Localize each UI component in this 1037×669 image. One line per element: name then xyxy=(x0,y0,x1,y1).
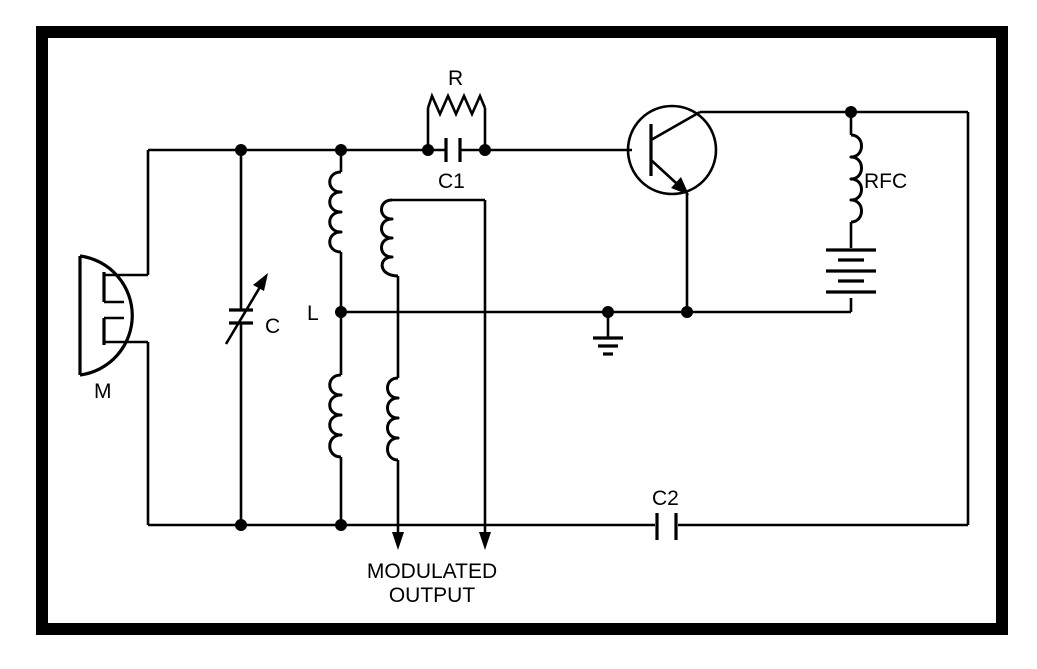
resistor-icon xyxy=(426,92,487,118)
coil-icon xyxy=(380,198,400,462)
capacitor-icon xyxy=(444,138,462,162)
capacitor-icon xyxy=(655,513,678,540)
label-microphone: M xyxy=(94,380,112,403)
label-capacitor-2: C2 xyxy=(652,487,679,510)
label-inductor: L xyxy=(307,302,319,325)
arrow-down-icon xyxy=(392,532,404,550)
coil-icon xyxy=(849,133,863,224)
label-resistor: R xyxy=(448,67,463,90)
transistor-icon xyxy=(626,104,718,196)
label-capacitor-1: C1 xyxy=(438,170,465,193)
arrow-down-icon xyxy=(479,532,491,550)
label-output-line-2: OUTPUT xyxy=(389,584,476,607)
junction-dots xyxy=(235,106,857,531)
wiring xyxy=(130,108,970,532)
diagram-frame xyxy=(36,26,1008,635)
coil-icon xyxy=(328,170,343,459)
microphone-icon xyxy=(78,254,134,377)
label-tuning-capacitor: C xyxy=(265,315,280,338)
label-output-line-1: MODULATED xyxy=(367,560,497,583)
ground-icon xyxy=(593,336,623,356)
label-choke: RFC xyxy=(864,170,907,193)
variable-capacitor-icon xyxy=(224,273,268,345)
battery-icon xyxy=(826,248,876,294)
